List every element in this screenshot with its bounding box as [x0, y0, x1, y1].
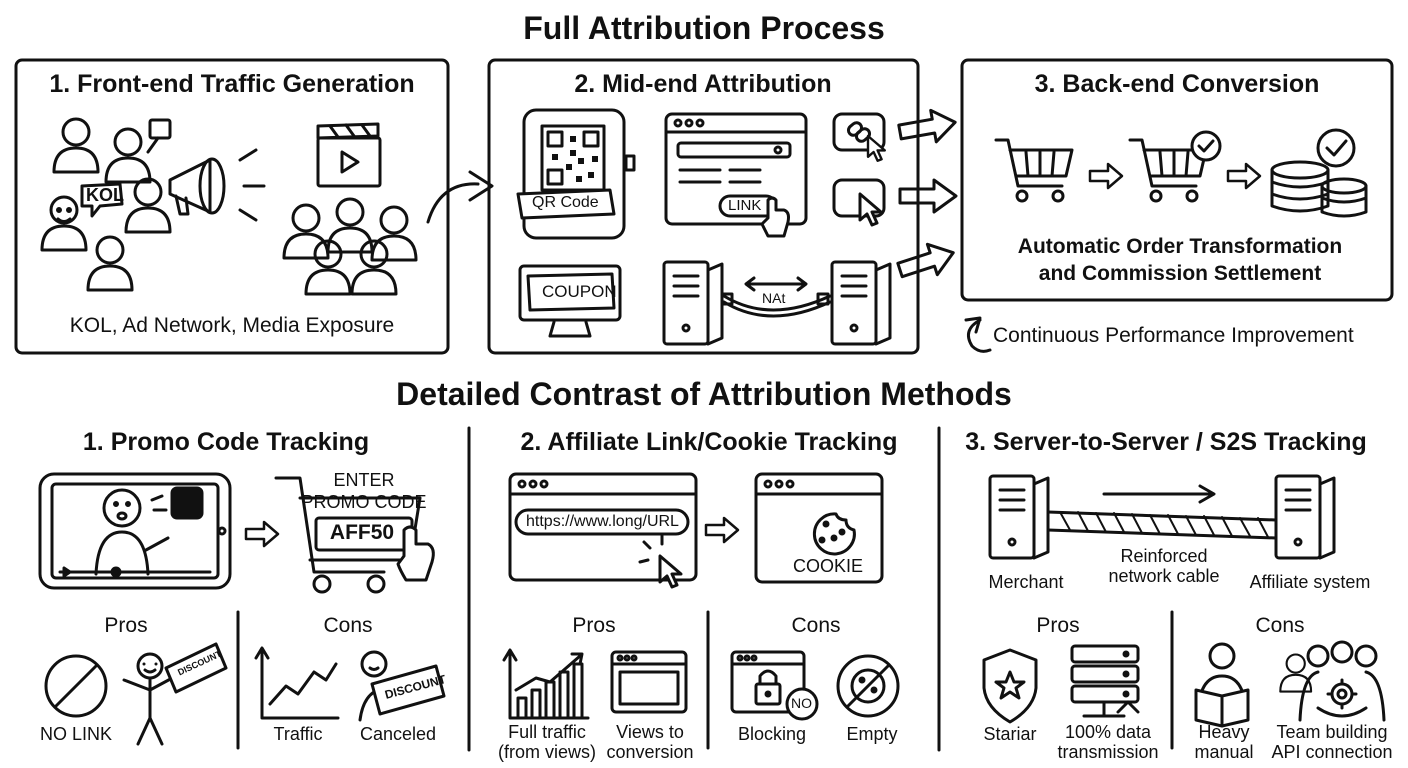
- enter-line-1: ENTER: [333, 470, 395, 490]
- arrow-icon: [1226, 162, 1262, 190]
- empty-cookie-icon: [836, 654, 900, 718]
- kol-crowd-icon: [40, 117, 172, 292]
- affiliate-browser-icon: [508, 472, 698, 589]
- promo-item-traffic: Traffic: [273, 724, 323, 744]
- server-stack-icon: [1070, 644, 1140, 718]
- affiliate-url: https://www.long/URL: [526, 513, 679, 530]
- qr-kiosk-icon: [516, 108, 636, 240]
- views-browser-icon: [610, 650, 688, 714]
- s2s-item-3-line-1: Heavy: [1198, 722, 1250, 742]
- audience-icon: [282, 197, 418, 296]
- cable-label: NAt: [762, 290, 786, 306]
- qr-code-label: QR Code: [532, 194, 599, 211]
- affiliate-item-2-line-2: conversion: [606, 742, 694, 762]
- enter-line-2: PROMO CODE: [301, 492, 427, 512]
- arrow-icon: [244, 520, 280, 548]
- canceled-ticket-icon: [358, 650, 446, 722]
- cookie-label: COOKIE: [792, 556, 864, 576]
- stage-back-caption-2: and Commission Settlement: [1038, 262, 1322, 285]
- promo-pros-label: Pros: [104, 614, 148, 637]
- affiliate-pros-label: Pros: [572, 614, 616, 637]
- stage-back-caption-1: Automatic Order Transformation: [1017, 235, 1343, 258]
- click-box-icon: [832, 178, 886, 227]
- stage-front-title: 1. Front-end Traffic Generation: [49, 70, 415, 98]
- coupon-kiosk-icon: [518, 264, 622, 338]
- blocking-lock-icon: [730, 650, 819, 721]
- no-badge: NO: [791, 695, 812, 711]
- cable-line-2: network cable: [1108, 566, 1220, 586]
- stage-front-box: [14, 58, 450, 355]
- promo-item-no-link: NO LINK: [39, 724, 113, 744]
- promo-code-value: AFF50: [329, 521, 395, 544]
- loop-icon: [964, 316, 992, 353]
- cable-line-1: Reinforced: [1120, 546, 1208, 566]
- s2s-item-4-line-1: Team building: [1276, 722, 1388, 742]
- cart-check-icon: [1128, 130, 1222, 203]
- s2s-item-4-line-2: API connection: [1271, 742, 1393, 762]
- affiliate-system-label: Affiliate system: [1249, 572, 1371, 592]
- arrow-icon: [704, 516, 740, 544]
- shield-star-icon: [982, 648, 1038, 724]
- stage-mid-box: [487, 58, 920, 355]
- tablet-video-icon: [38, 472, 232, 590]
- method-s2s-title: 3. Server-to-Server / S2S Tracking: [965, 428, 1367, 456]
- merchant-server-icon: [988, 474, 1050, 560]
- browser-link-icon: [664, 112, 808, 238]
- affiliate-cons-label: Cons: [791, 614, 841, 637]
- stage-back-box: [960, 58, 1394, 302]
- coupon-label: COUPON: [542, 282, 617, 301]
- chain-link-icon: [832, 112, 886, 163]
- coins-check-icon: [1270, 128, 1368, 218]
- reading-person-icon: [1194, 642, 1250, 728]
- s2s-pros-label: Pros: [1036, 614, 1080, 637]
- reinforced-cable-icon: [1046, 484, 1278, 540]
- s2s-item-2-line-2: transmission: [1057, 742, 1159, 762]
- mid-to-back-arrows: [893, 105, 960, 287]
- traffic-chart-icon: [254, 646, 340, 720]
- method-affiliate-title: 2. Affiliate Link/Cookie Tracking: [520, 428, 898, 456]
- mid-servers-icon: [662, 260, 892, 346]
- team-gear-icon: [1279, 640, 1386, 722]
- cookie-browser-icon: [754, 472, 884, 584]
- s2s-cons-label: Cons: [1255, 614, 1305, 637]
- promo-cons-label: Cons: [323, 614, 373, 637]
- merchant-label: Merchant: [988, 572, 1064, 592]
- contrast-title: Detailed Contrast of Attribution Methods: [396, 376, 1012, 412]
- affiliate-item-1-line-1: Full traffic: [508, 722, 586, 742]
- growth-chart-icon: [502, 648, 590, 720]
- cart-icon: [994, 138, 1074, 203]
- loop-text: Continuous Performance Improvement: [993, 324, 1354, 347]
- method-promo-title: 1. Promo Code Tracking: [82, 428, 370, 456]
- promo-item-canceled: Canceled: [359, 724, 437, 744]
- link-label: LINK: [728, 197, 762, 214]
- megaphone-icon: [168, 148, 266, 222]
- stage-front-caption: KOL, Ad Network, Media Exposure: [69, 314, 395, 337]
- affiliate-item-empty: Empty: [846, 724, 898, 744]
- main-title: Full Attribution Process: [523, 10, 885, 46]
- s2s-item-2-line-1: 100% data: [1064, 722, 1152, 742]
- method-dividers: [236, 426, 1174, 752]
- affiliate-server-icon: [1274, 474, 1336, 560]
- s2s-item-3-line-2: manual: [1194, 742, 1254, 762]
- s2s-item-1: Stariar: [983, 724, 1037, 744]
- promo-cart-icon: [274, 476, 435, 594]
- video-clapper-icon: [316, 122, 382, 188]
- stage-mid-title: 2. Mid-end Attribution: [574, 70, 832, 98]
- front-to-mid-arrow: [426, 170, 494, 224]
- affiliate-item-1-line-2: (from views): [498, 742, 596, 762]
- stage-back-title: 3. Back-end Conversion: [1034, 70, 1320, 98]
- kol-tag: KOL: [86, 185, 124, 205]
- affiliate-item-2-line-1: Views to: [616, 722, 684, 742]
- no-link-icon: [44, 654, 108, 718]
- affiliate-item-blocking: Blocking: [737, 724, 807, 744]
- arrow-icon: [1088, 162, 1124, 190]
- discount-person-icon: [122, 642, 228, 746]
